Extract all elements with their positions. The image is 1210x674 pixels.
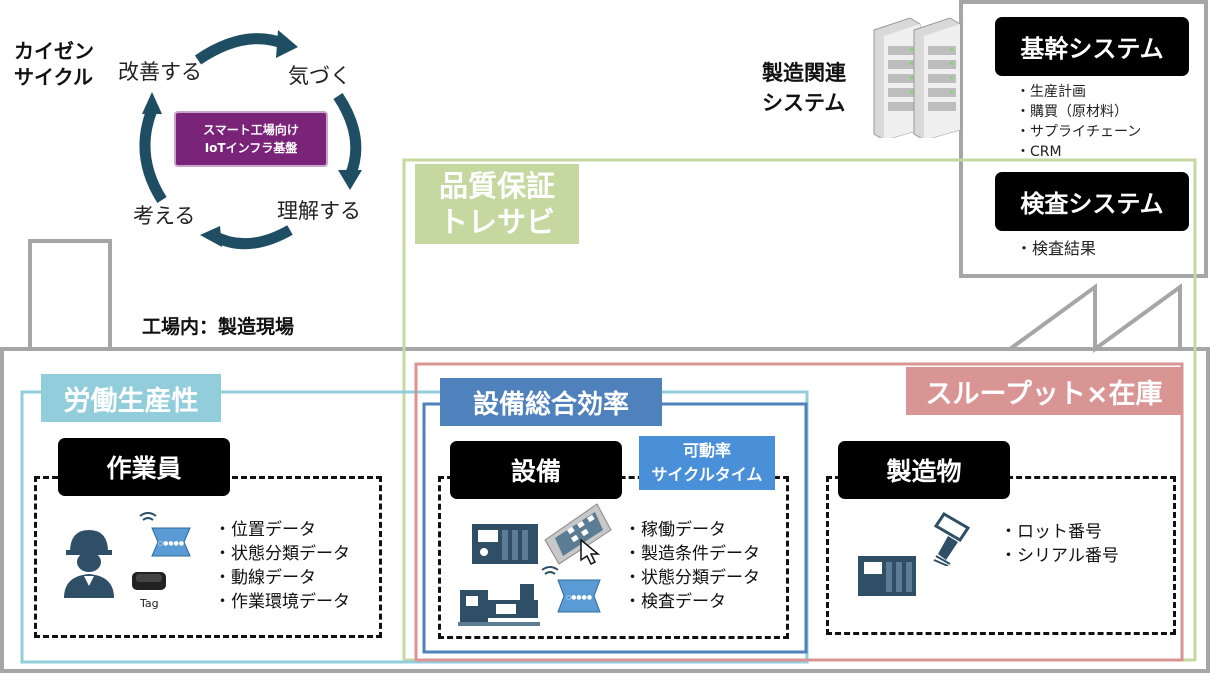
worker-helmet-icon	[64, 530, 114, 598]
equipment-node: 設備	[450, 441, 622, 499]
server-rack-icon	[873, 17, 961, 138]
kaizen-step-think: 考える	[133, 204, 196, 228]
kaizen-step-understand: 理解する	[277, 199, 361, 223]
inspection-item: ・検査結果	[1016, 239, 1097, 258]
iot-infrastructure-core: スマート工場向け IoTインフラ基盤	[174, 111, 328, 167]
worker-item: ・作業環境データ	[214, 592, 350, 612]
product-item: ・シリアル番号	[1000, 546, 1119, 566]
kaizen-title-line2: サイクル	[14, 65, 93, 89]
barcode-scanner-icon	[933, 512, 971, 566]
uptime-cycletime-badge: 可動率 サイクルタイム	[639, 436, 775, 490]
worker-item: ・動線データ	[214, 568, 316, 588]
labor-productivity-tag: 労働生産性	[41, 374, 221, 422]
control-panel-icon	[858, 556, 916, 596]
svg-text:○●●●●: ○●●●●	[566, 594, 592, 601]
core-system-items: ・生産計画 ・購買（原材料） ・サプライチェーン ・CRM	[1016, 82, 1141, 162]
product-data-items: ・ロット番号 ・シリアル番号	[1000, 520, 1119, 568]
touch-panel-icon	[544, 503, 612, 566]
control-panel-icon	[472, 524, 538, 564]
oee-tag: 設備総合効率	[440, 378, 662, 426]
quality-traceability-tag: 品質保証 トレサビ	[415, 164, 579, 244]
equipment-item: ・稼働データ	[624, 520, 726, 540]
kaizen-title-line1: カイゼン	[14, 39, 94, 63]
kaizen-step-improve: 改善する	[118, 60, 202, 84]
tag-device-icon	[132, 572, 166, 590]
core-item: ・CRM	[1016, 144, 1062, 160]
manufacturing-systems-label: 製造関連 システム	[762, 58, 846, 118]
inspection-system-title: 検査システム	[995, 172, 1189, 231]
core-line2: IoTインフラ基盤	[204, 141, 298, 155]
core-item: ・サプライチェーン	[1016, 124, 1142, 140]
worker-item: ・状態分類データ	[214, 544, 350, 564]
core-line1: スマート工場向け	[203, 123, 299, 137]
worker-data-items: ・位置データ ・状態分類データ ・動線データ ・作業環境データ	[214, 518, 350, 614]
badge-line2: サイクルタイム	[651, 465, 763, 484]
quality-line2: トレサビ	[438, 205, 555, 239]
core-system-title: 基幹システム	[995, 17, 1189, 76]
throughput-inventory-tag: スループット×在庫	[906, 367, 1182, 415]
kaizen-cycle-arrows	[139, 30, 362, 250]
product-item: ・ロット番号	[1000, 522, 1102, 542]
sys-label-line1: 製造関連	[762, 61, 846, 85]
quality-line1: 品質保証	[438, 169, 555, 203]
worker-item: ・位置データ	[214, 520, 316, 540]
product-node: 製造物	[838, 441, 1010, 499]
sys-label-line2: システム	[762, 91, 846, 115]
equipment-item: ・状態分類データ	[624, 568, 760, 588]
factory-floor-label: 工場内：製造現場	[142, 316, 295, 338]
svg-text:○●●●●: ○●●●●	[158, 540, 184, 547]
kaizen-cycle-title: カイゼン サイクル	[14, 38, 94, 90]
wireless-sensor-icon: ○●●●●	[541, 566, 601, 613]
equipment-item: ・検査データ	[624, 592, 726, 612]
core-item: ・購買（原材料）	[1016, 104, 1128, 120]
badge-line1: 可動率	[682, 441, 731, 460]
equipment-item: ・製造条件データ	[624, 544, 760, 564]
tag-label: Tag	[140, 597, 159, 610]
core-item: ・生産計画	[1016, 84, 1086, 100]
inspection-system-items: ・検査結果	[1016, 239, 1096, 259]
wireless-sensor-icon: ○●●●●	[139, 512, 191, 557]
kaizen-step-notice: 気づく	[288, 64, 351, 88]
injection-machine-icon	[458, 584, 540, 626]
worker-node: 作業員	[58, 438, 230, 496]
equipment-data-items: ・稼働データ ・製造条件データ ・状態分類データ ・検査データ	[624, 518, 760, 614]
